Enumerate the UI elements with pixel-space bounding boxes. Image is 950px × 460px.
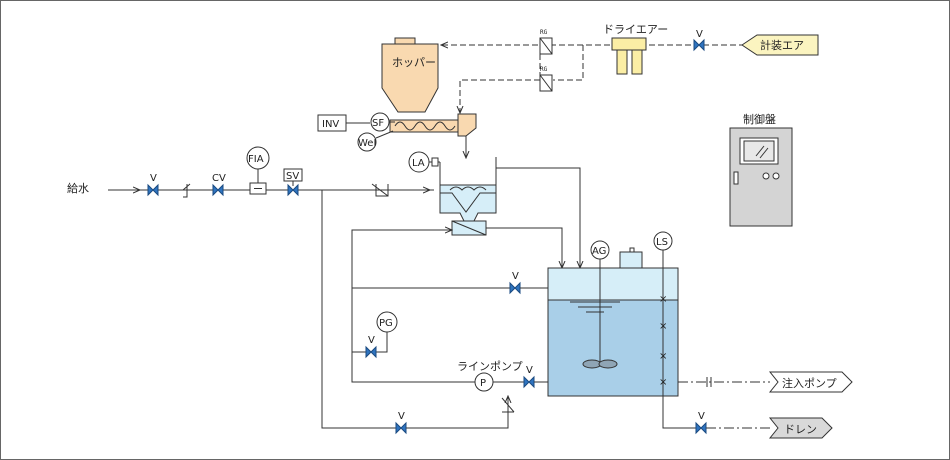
cv-label: CV [212,173,226,184]
drain-valve-label: V [698,411,705,422]
regulator-lower: RG [539,66,553,92]
pump-check-valve [501,397,515,413]
transfer-line [486,227,562,268]
screw-feeder-instrument: SF [370,112,390,132]
svg-text:×: × [659,351,667,362]
air-valve-label: V [696,29,703,40]
feed-valve-label: V [150,173,157,184]
fia-label: FIA [248,154,264,165]
pg-valve-label: V [368,335,375,346]
injection-pump-label: 注入ポンプ [782,376,837,390]
bypass-valve: V [395,411,407,435]
regulator-upper: RG [539,29,553,55]
sf-label: SF [372,118,384,129]
check-valve [371,183,389,197]
inv-label: INV [322,119,339,130]
flow-indicator-fia: FIA [246,146,270,195]
rg-lower-label: RG [540,66,548,73]
screw-feeder [389,113,477,137]
recirc-valve-label: V [512,271,519,282]
control-panel-label: 制御盤 [743,112,776,126]
agitator-ag: AG [582,240,618,369]
bypass-valve-label: V [398,411,405,422]
main-tank [547,247,679,397]
feed-water-label: 給水 [67,181,89,195]
level-switch-ls: LS × × × × [653,231,673,396]
drain-line [662,396,696,429]
weight-instrument: WeI [357,132,377,152]
instrument-air-tag: 計装エア [741,34,819,56]
pump-label: P [480,378,486,389]
drain-label: ドレン [784,423,817,436]
check-valve-cv: CV [212,173,226,197]
dry-air-filter: ドライエアー [603,23,668,75]
recirc-valve: V [509,271,521,295]
inverter-box: INV [317,114,347,132]
pg-label: PG [379,318,393,329]
ag-label: AG [592,246,606,257]
sv-label: SV [286,171,299,182]
level-alarm-la: LA [408,151,441,190]
drain-tag: ドレン [768,417,833,439]
air-valve: V [693,29,705,52]
control-panel: 制御盤 [729,112,793,227]
la-label: LA [412,158,425,169]
strainer-icon [182,183,191,198]
bypass-line [321,190,396,429]
pump-valve-label: V [526,365,533,376]
svg-text:×: × [659,321,667,332]
dry-air-label: ドライエアー [603,23,668,36]
wei-label: WeI [358,138,376,149]
overflow-line [496,167,580,268]
pump-valve: V [523,365,535,389]
feed-valve: V [147,173,159,197]
line-pump-label: ラインポンプ [457,360,523,373]
ls-label: LS [656,237,668,248]
rg-upper-label: RG [540,29,548,36]
hopper-label: ホッパー [392,56,436,69]
injection-pump-tag: 注入ポンプ [768,371,853,393]
drain-valve: V [695,411,707,435]
pressure-gauge-pg: PG V [365,311,398,359]
solenoid-valve-sv: SV [283,168,303,197]
hopper: ホッパー [381,37,439,113]
svg-text:×: × [659,377,667,388]
svg-text:×: × [659,294,667,305]
instrument-air-label: 計装エア [760,38,804,52]
